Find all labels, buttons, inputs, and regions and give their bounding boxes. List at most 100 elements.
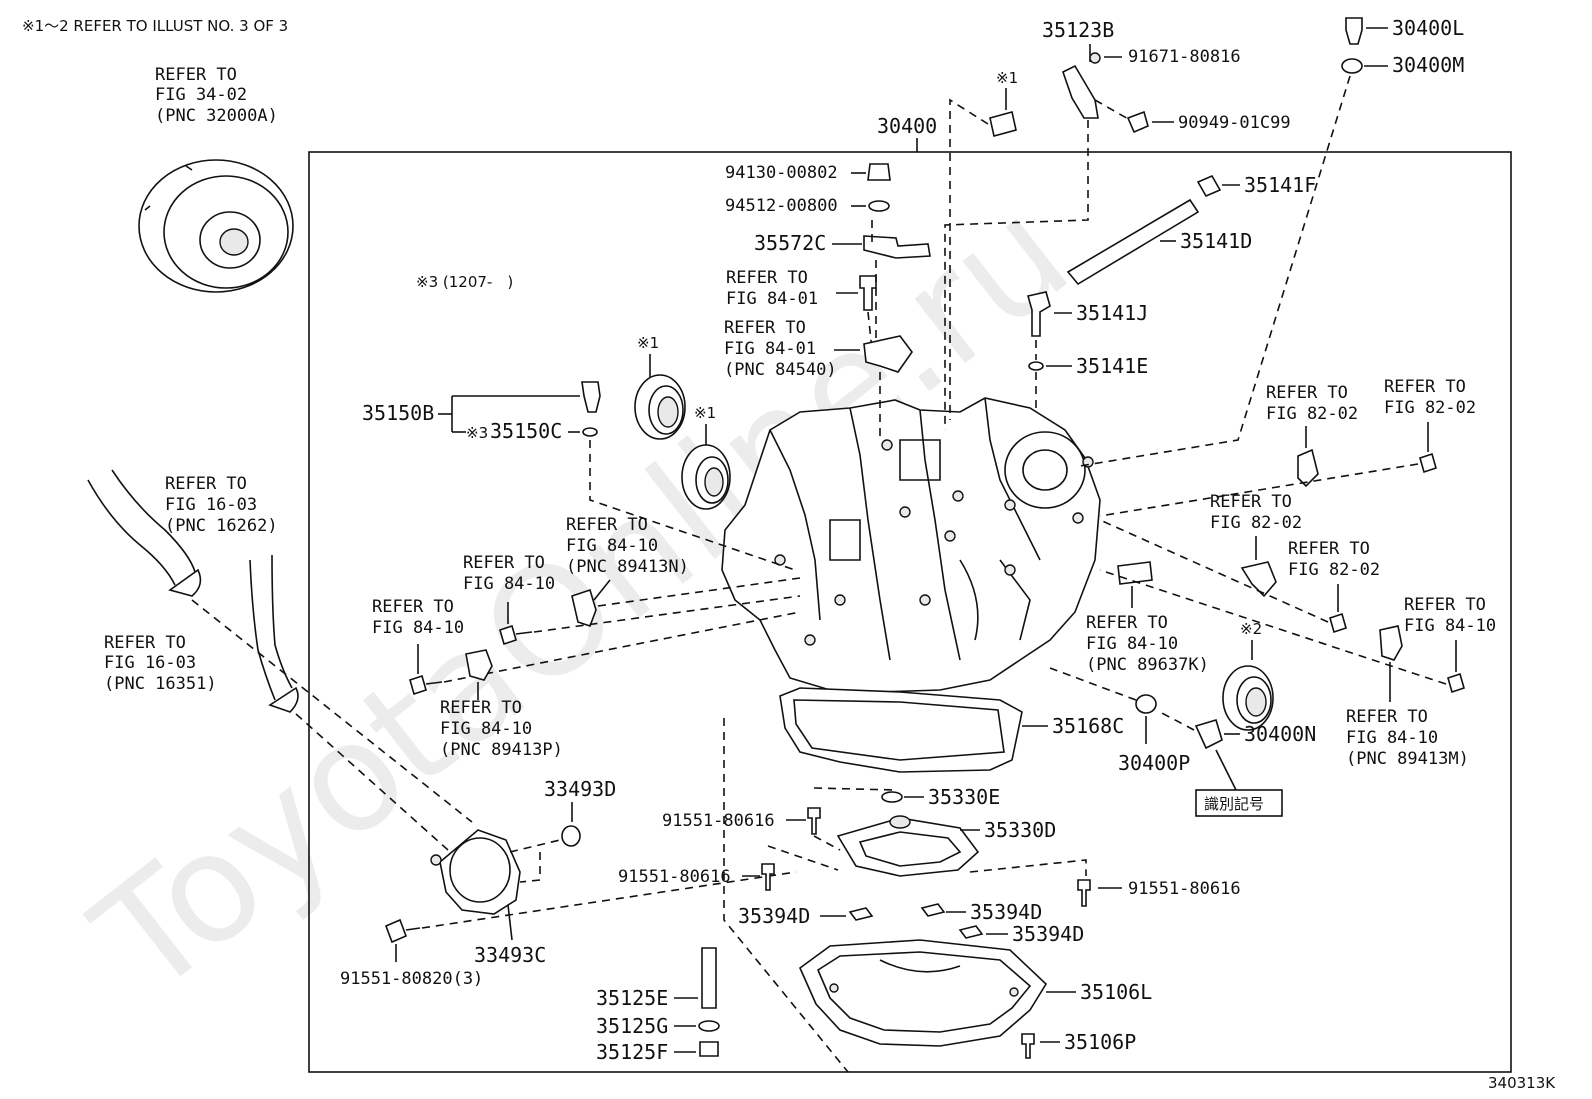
ref-sensor-89413m-3: (PNC 89413M) xyxy=(1346,749,1469,769)
ref-switch-89637k-1: REFER TO xyxy=(1086,613,1168,633)
note-3: ※3 xyxy=(466,424,488,442)
label-35141J: 35141J xyxy=(1076,301,1148,325)
clip-90949-01C99 xyxy=(1126,110,1149,134)
label-35125F: 35125F xyxy=(596,1040,668,1064)
bolt-91671-80816 xyxy=(1089,52,1101,64)
label-35168C: 35168C xyxy=(1052,714,1124,738)
label-35394D-1: 35394D xyxy=(738,904,810,928)
bracket-fig-82-02-a xyxy=(1297,448,1319,488)
sensor-89413M xyxy=(1379,625,1403,661)
ref-sensor-89413n-3: (PNC 89413N) xyxy=(566,557,689,577)
label-30400M: 30400M xyxy=(1392,53,1464,77)
ref-converter-3: (PNC 32000A) xyxy=(155,106,278,126)
label-35572C: 35572C xyxy=(754,231,826,255)
torque-converter xyxy=(138,159,294,293)
cap-35141F xyxy=(1196,174,1222,198)
plug-35125F xyxy=(699,1041,719,1057)
bolt-note1-top xyxy=(989,111,1017,137)
label-35125G: 35125G xyxy=(596,1014,668,1038)
label-35394D-3: 35394D xyxy=(1012,922,1084,946)
label-35141D: 35141D xyxy=(1180,229,1252,253)
oil-hose-upper xyxy=(87,469,202,597)
note-1-seal-a: ※1 xyxy=(637,334,659,352)
magnet-35394D-1 xyxy=(848,907,874,921)
tube-35141D xyxy=(1066,198,1200,286)
oring-35150C xyxy=(582,427,598,437)
ref-bracket-84540-3: (PNC 84540) xyxy=(724,360,837,380)
label-91551-80820: 91551-80820(3) xyxy=(340,969,483,989)
bolt-91551-80616-c xyxy=(1077,879,1091,907)
ref-bolt-8401-1: REFER TO xyxy=(726,268,808,288)
tube-35125E xyxy=(701,947,717,1009)
label-35106P: 35106P xyxy=(1064,1030,1136,1054)
oil-seal-note1-a xyxy=(634,374,686,440)
ref-bracket-82a-1: REFER TO xyxy=(1266,383,1348,403)
label-35394D-2: 35394D xyxy=(970,900,1042,924)
oil-seal-note2 xyxy=(1222,665,1274,731)
ref-bolt-84r-2: FIG 84-10 xyxy=(1404,616,1496,636)
ref-switch-89637k-3: (PNC 89637K) xyxy=(1086,655,1209,675)
bolt-91551-80820 xyxy=(384,918,408,944)
ref-converter-1: REFER TO xyxy=(155,65,237,85)
oring-33493D xyxy=(561,825,581,847)
ref-sensor-89413m-2: FIG 84-10 xyxy=(1346,728,1438,748)
label-91671-80816: 91671-80816 xyxy=(1128,47,1241,67)
bolt-fig-82-02-b xyxy=(1419,452,1437,474)
ref-bolt-84r-1: REFER TO xyxy=(1404,595,1486,615)
bolt-fig-84-10-a xyxy=(499,624,517,646)
oil-hose-lower xyxy=(249,554,299,713)
label-91551-80616-c: 91551-80616 xyxy=(1128,879,1241,899)
ref-sensor-89413m-1: REFER TO xyxy=(1346,707,1428,727)
label-91551-80616-a: 91551-80616 xyxy=(662,811,775,831)
plug-30400N xyxy=(1194,719,1223,750)
bracket-84540 xyxy=(863,335,913,373)
ref-hose-lower-3: (PNC 16351) xyxy=(104,674,217,694)
label-94130-00802: 94130-00802 xyxy=(725,163,838,183)
illustration-id: 340313K xyxy=(1488,1074,1556,1092)
header-note: ※1～2 REFER TO ILLUST NO. 3 OF 3 xyxy=(22,17,288,35)
label-35150C: 35150C xyxy=(490,419,562,443)
bracket-35123B xyxy=(1062,64,1099,119)
ref-bracket-84540-1: REFER TO xyxy=(724,318,806,338)
bracket-35572C xyxy=(863,235,931,259)
plug-35150B xyxy=(581,381,601,413)
label-35141E: 35141E xyxy=(1076,354,1148,378)
ref-hose-upper-2: FIG 16-03 xyxy=(165,495,257,515)
ref-bolt-b-2: FIG 84-10 xyxy=(372,618,464,638)
note-2: ※2 xyxy=(1240,620,1262,638)
nut-94130-00802 xyxy=(867,163,891,181)
magnet-35394D-3 xyxy=(958,925,984,939)
magnet-35394D-2 xyxy=(920,903,946,917)
ref-bolt-82b-1: REFER TO xyxy=(1384,377,1466,397)
variant-note: ※3 (1207- ) xyxy=(416,273,513,291)
bolt-fig-84-10-b xyxy=(409,674,427,696)
washer-30400P xyxy=(1135,694,1157,714)
bolt-91551-80616-b xyxy=(761,863,775,891)
oring-35330E xyxy=(881,791,903,803)
ref-bolt-82d-1: REFER TO xyxy=(1288,539,1370,559)
oil-seal-note1-b xyxy=(681,444,731,510)
ref-hose-lower-1: REFER TO xyxy=(104,633,186,653)
label-35106L: 35106L xyxy=(1080,980,1152,1004)
bolt-fig-82-02-d xyxy=(1329,612,1347,634)
ref-hose-lower-2: FIG 16-03 xyxy=(104,653,196,673)
label-30400P: 30400P xyxy=(1118,751,1190,775)
ref-sensor-89413p-3: (PNC 89413P) xyxy=(440,740,563,760)
transaxle-case xyxy=(721,397,1101,693)
bracket-fig-82-02-c xyxy=(1240,561,1277,598)
ref-bracket-82a-2: FIG 82-02 xyxy=(1266,404,1358,424)
label-91551-80616-b: 91551-80616 xyxy=(618,867,731,887)
label-90949-01C99: 90949-01C99 xyxy=(1178,113,1291,133)
label-35330D: 35330D xyxy=(984,818,1056,842)
washer-30400M xyxy=(1341,58,1363,74)
label-35123B: 35123B xyxy=(1042,18,1114,42)
label-94512-00800: 94512-00800 xyxy=(725,196,838,216)
ref-bolt-b-1: REFER TO xyxy=(372,597,454,617)
oil-pan-35106L xyxy=(799,939,1048,1047)
bolt-91551-80616-a xyxy=(807,807,821,835)
oring-35141E xyxy=(1028,361,1044,371)
ref-hose-upper-1: REFER TO xyxy=(165,474,247,494)
ref-bolt-a-1: REFER TO xyxy=(463,553,545,573)
bolt-fig-84-10-r xyxy=(1447,672,1465,694)
label-35330E: 35330E xyxy=(928,785,1000,809)
